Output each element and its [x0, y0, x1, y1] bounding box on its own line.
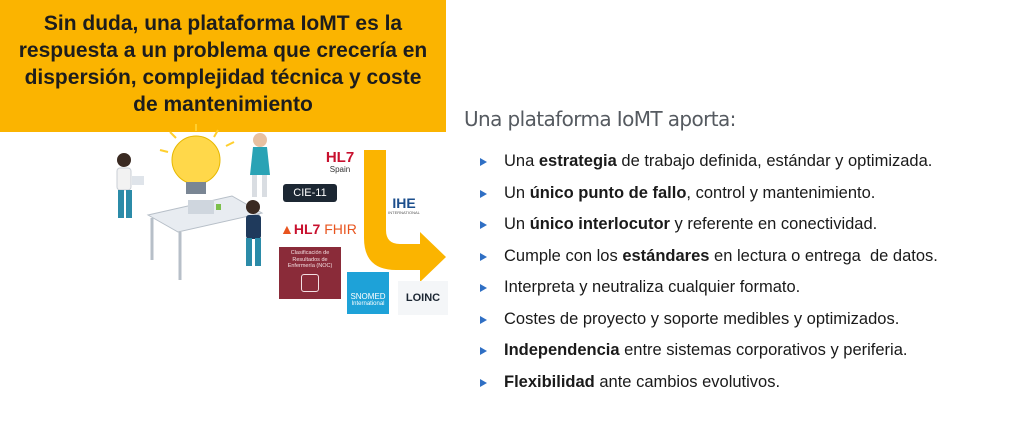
desk: [146, 195, 264, 280]
bullet-icon: [480, 284, 487, 292]
lightbulb-icon: [159, 124, 235, 194]
logo-noc: Clasificación de Resultados de Enfermerí…: [279, 247, 341, 299]
logo-hl7-spain: HL7 Spain: [318, 150, 362, 174]
logo-snomed: SNOMED International: [347, 272, 389, 314]
ihe-sub: INTERNATIONAL: [388, 210, 420, 215]
person-left: [116, 153, 144, 218]
bullet-icon: [480, 378, 487, 387]
list-item: Cumple con los estándares en lectura o e…: [478, 241, 938, 273]
list-item: Independencia entre sistemas corporativo…: [478, 335, 938, 367]
loinc-label: LOINC: [405, 292, 441, 304]
fhir-hl7: HL7: [293, 221, 321, 237]
person-walking: [246, 200, 261, 266]
noc-label: Clasificación de Resultados de Enfermerí…: [287, 250, 333, 269]
list-item: Interpreta y neutraliza cualquier format…: [478, 272, 938, 304]
iomt-illustration: [116, 124, 446, 282]
list-item: Flexibilidad ante cambios evolutivos.: [478, 367, 938, 399]
logo-hl7-fhir: ▲HL7 FHIR: [280, 220, 357, 238]
hl7-spain-main: HL7: [325, 149, 355, 166]
noc-emblem-icon: [301, 273, 319, 292]
bullet-icon: [480, 252, 487, 261]
bullet-icon: [480, 158, 487, 166]
logo-loinc: LOINC: [398, 281, 448, 315]
ihe-main: IHE: [392, 195, 416, 211]
bullet-icon: [480, 315, 487, 324]
lead-text: Una plataforma IoMT aporta:: [464, 107, 736, 131]
cie-label: CIE-11: [293, 187, 327, 199]
list-item: Un único punto de fallo, control y mante…: [478, 178, 938, 210]
logo-ihe: IHE INTERNATIONAL: [384, 196, 424, 216]
hl7-spain-sub: Spain: [329, 165, 351, 174]
logo-cie-11: CIE-11: [283, 184, 337, 202]
snomed-sub: International: [351, 301, 385, 307]
person-standing: [250, 133, 270, 197]
bullet-icon: [480, 221, 487, 229]
flow-arrow: [364, 150, 446, 282]
list-item: Costes de proyecto y soporte medibles y …: [478, 304, 938, 336]
bullet-icon: [480, 189, 487, 198]
snomed-main: SNOMED: [350, 292, 386, 301]
fhir-label: FHIR: [324, 221, 357, 237]
headline-box: Sin duda, una plataforma IoMT es la resp…: [0, 0, 446, 132]
headline-text: Sin duda, una plataforma IoMT es la resp…: [18, 12, 428, 116]
bullet-icon: [480, 347, 487, 355]
list-item: Un único interlocutor y referente en con…: [478, 209, 938, 241]
fhir-flame-icon: ▲: [280, 221, 294, 237]
list-item: Una estrategia de trabajo definida, está…: [478, 146, 938, 178]
benefits-list: Una estrategia de trabajo definida, está…: [478, 146, 938, 398]
